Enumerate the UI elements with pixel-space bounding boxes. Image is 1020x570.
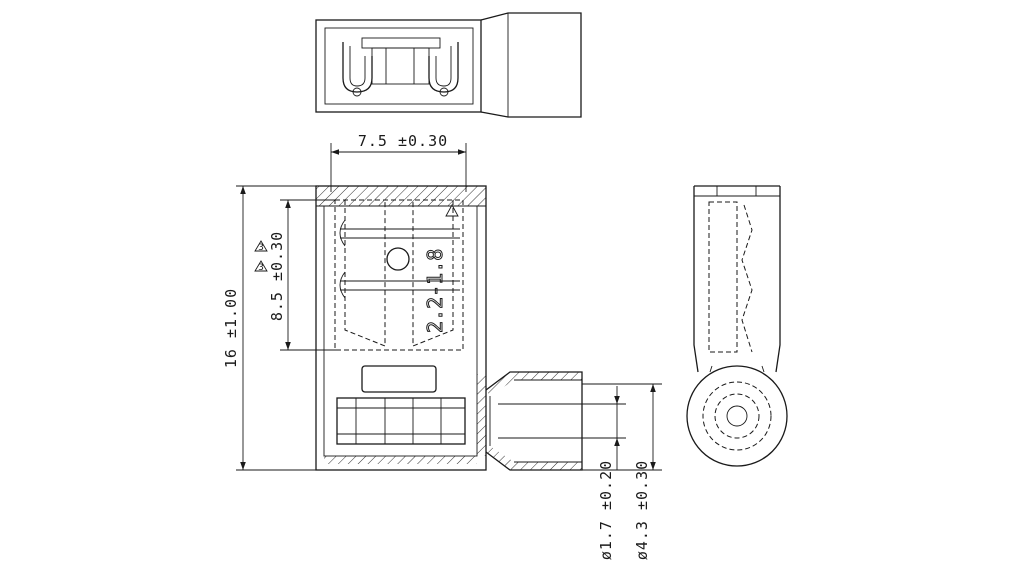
- dim-length: 16 ±1.00: [222, 185, 318, 471]
- sleeve-wall-section: [486, 372, 582, 396]
- dim-blade-length: 8.5 ±0.30 3 3: [254, 199, 340, 351]
- dim-width: 7.5 ±0.30: [330, 132, 467, 192]
- blade-hole: [386, 247, 410, 271]
- width-label: 7.5 ±0.30: [358, 132, 448, 150]
- flag-note-triangle: 3: [254, 260, 268, 273]
- svg-text:3: 3: [258, 243, 264, 253]
- svg-text:3: 3: [258, 263, 264, 273]
- top-view: [315, 12, 582, 118]
- dim-inner-diameter: ø1.7 ±0.20: [582, 386, 626, 560]
- flag-note-triangle: 3: [254, 240, 268, 253]
- length-label: 16 ±1.00: [222, 288, 240, 368]
- front-view: 2.2-1.8: [315, 185, 583, 471]
- blade-length-label: 8.5 ±0.30: [268, 231, 286, 321]
- inspection-window: [361, 365, 437, 393]
- outer-diameter-label: ø4.3 ±0.30: [633, 460, 651, 560]
- side-view: [686, 185, 788, 467]
- body-marking-text: 2.2-1.8: [423, 249, 447, 333]
- dim-outer-diameter: ø4.3 ±0.30: [582, 383, 662, 560]
- inner-diameter-label: ø1.7 ±0.20: [597, 460, 615, 560]
